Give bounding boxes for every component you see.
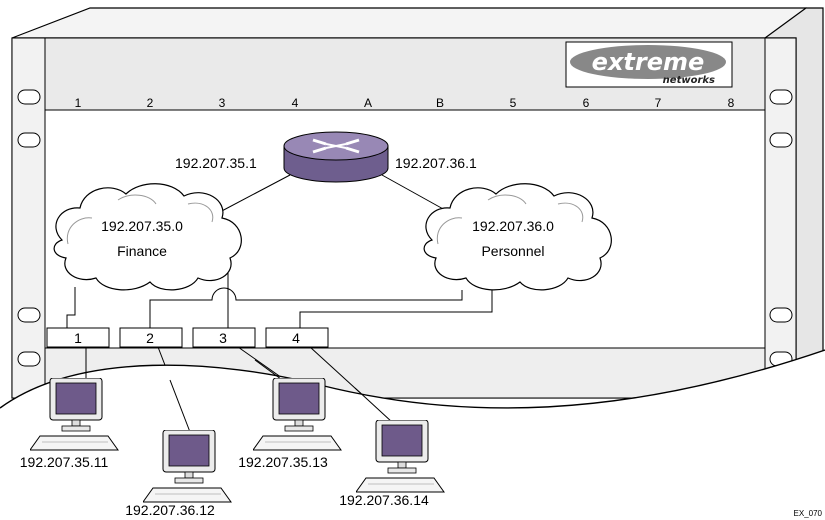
port-label: 2 bbox=[146, 330, 154, 346]
personnel-cloud bbox=[423, 183, 612, 291]
personnel-network-address: 192.207.36.0 bbox=[472, 218, 554, 234]
slot-label: 1 bbox=[75, 96, 82, 110]
figure-id: EX_070 bbox=[794, 509, 823, 518]
cutaway-edge bbox=[0, 349, 825, 409]
host-address: 192.207.36.14 bbox=[339, 492, 429, 508]
slot-label: 2 bbox=[147, 96, 154, 110]
personnel-network-name: Personnel bbox=[481, 243, 544, 259]
logo-subtext: networks bbox=[663, 75, 715, 86]
port-label: 1 bbox=[74, 330, 82, 346]
host-address: 192.207.35.13 bbox=[238, 454, 328, 470]
finance-network-address: 192.207.35.0 bbox=[101, 218, 183, 234]
port-group: 1 2 3 4 bbox=[46, 327, 329, 348]
slot-label: 5 bbox=[510, 96, 517, 110]
port-box bbox=[46, 327, 110, 348]
host-address: 192.207.35.11 bbox=[20, 454, 109, 470]
port-label: 4 bbox=[292, 330, 300, 346]
finance-network-name: Finance bbox=[117, 243, 167, 259]
port-label: 3 bbox=[219, 330, 227, 346]
slot-label: 4 bbox=[292, 96, 299, 110]
slot-label: 6 bbox=[583, 96, 590, 110]
rack-holes bbox=[17, 89, 793, 367]
port-box bbox=[192, 327, 256, 348]
port-box bbox=[265, 327, 329, 348]
port-box bbox=[119, 327, 183, 348]
slot-label: 8 bbox=[728, 96, 735, 110]
host-address: 192.207.36.12 bbox=[125, 502, 215, 518]
slot-label: 7 bbox=[655, 96, 662, 110]
router-address-left: 192.207.35.1 bbox=[175, 155, 257, 171]
logo-brand: extreme bbox=[592, 48, 705, 76]
extreme-networks-logo: extreme networks bbox=[565, 41, 733, 88]
slot-label: B bbox=[436, 96, 444, 110]
router-address-right: 192.207.36.1 bbox=[395, 155, 477, 171]
slot-label: A bbox=[364, 96, 372, 110]
router-icon bbox=[283, 131, 389, 183]
finance-cloud bbox=[53, 183, 242, 291]
slot-labels: 1 2 3 4 A B 5 6 7 8 bbox=[75, 96, 735, 110]
slot-label: 3 bbox=[219, 96, 226, 110]
